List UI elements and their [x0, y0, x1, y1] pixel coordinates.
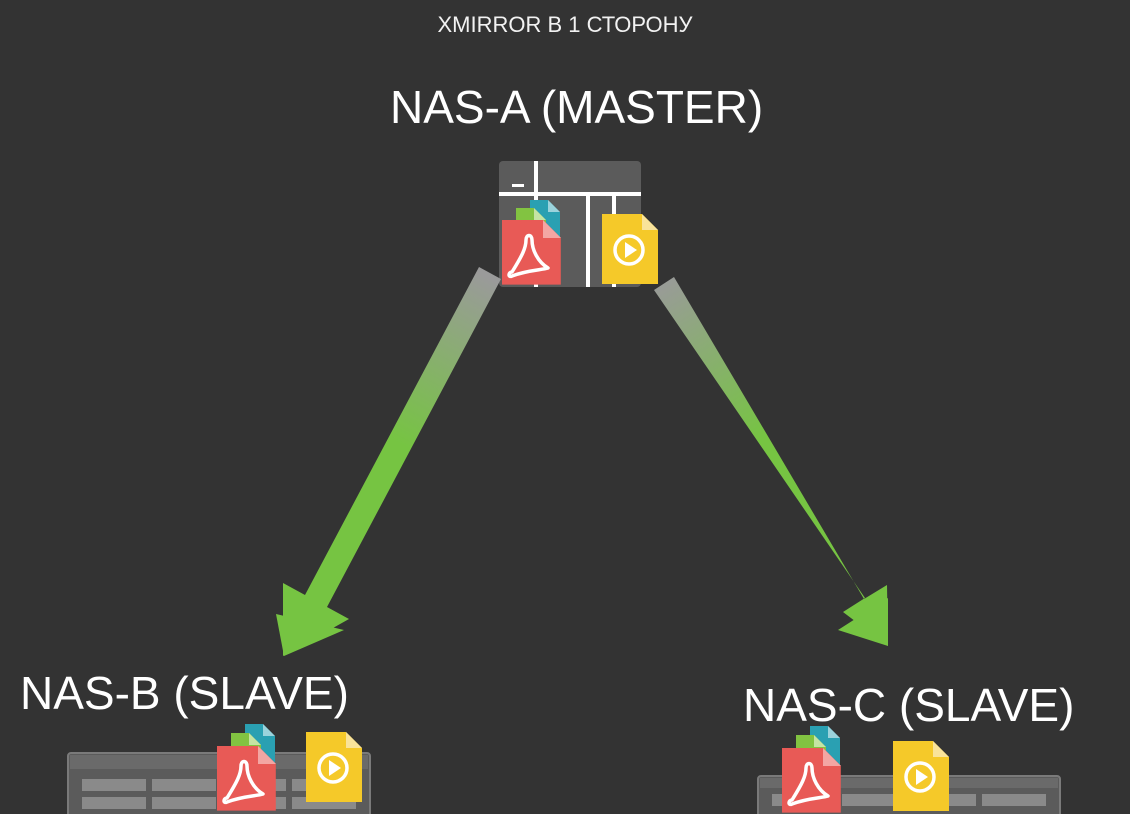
- video-file-icon: [304, 730, 364, 804]
- arrow-master-to-slave-c: [654, 277, 888, 646]
- video-file-icon: [600, 212, 660, 286]
- pdf-file-icon: [215, 744, 278, 813]
- slave-b-node-label: NAS-B (SLAVE): [20, 667, 349, 719]
- slave-c-node-label: NAS-C (SLAVE): [743, 679, 1075, 731]
- arrow-master-to-slave-b: [283, 267, 501, 656]
- arrowhead-slave-c: [838, 598, 888, 646]
- video-file-icon: [891, 739, 951, 813]
- pdf-file-icon: [500, 218, 563, 287]
- diagram-title: XMIRROR В 1 СТОРОНУ: [437, 12, 693, 37]
- arrowhead-slave-b: [276, 614, 344, 656]
- pdf-file-icon: [780, 746, 843, 814]
- master-node-label: NAS-A (MASTER): [390, 81, 764, 133]
